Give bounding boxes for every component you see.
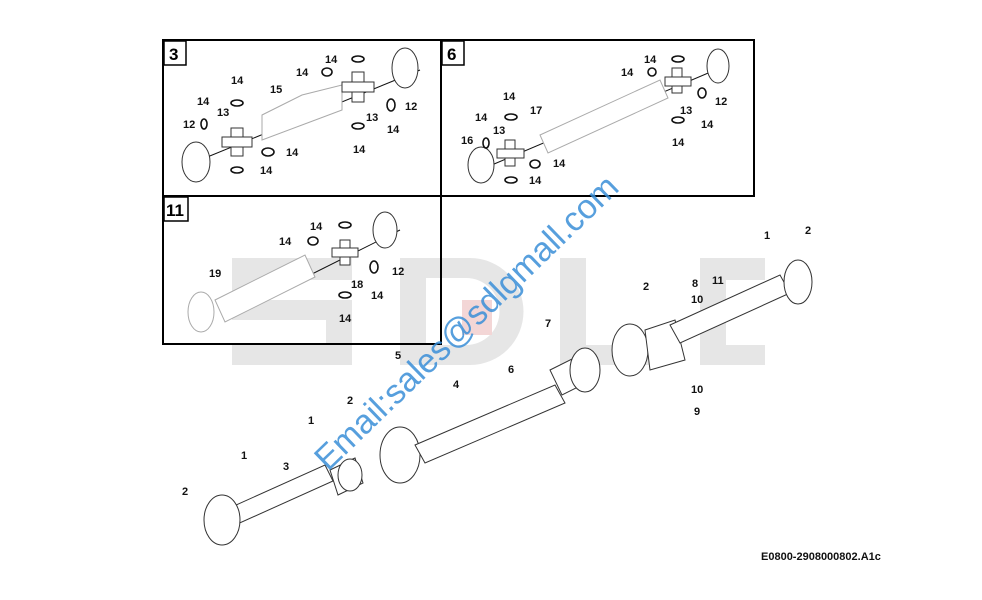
panel-label-boxes xyxy=(163,40,465,222)
callout: 13 xyxy=(366,112,378,124)
callout: 14 xyxy=(553,158,566,170)
callout: 3 xyxy=(283,461,289,473)
callout: 16 xyxy=(461,135,473,147)
callout: 14 xyxy=(503,91,516,103)
callout: 14 xyxy=(279,236,292,248)
callout: 12 xyxy=(392,266,404,278)
panel-3-callouts: 14 14 15 14 14 13 12 12 13 14 14 14 14 xyxy=(183,54,417,177)
callout: 12 xyxy=(183,119,195,131)
callout: 14 xyxy=(310,221,323,233)
callout: 12 xyxy=(715,96,727,108)
callout: 14 xyxy=(197,96,210,108)
panel-11-drawing xyxy=(187,211,401,333)
callout: 13 xyxy=(493,125,505,137)
callout: 14 xyxy=(672,137,685,149)
callout: 14 xyxy=(353,144,366,156)
callout: 12 xyxy=(405,101,417,113)
callout: 14 xyxy=(296,67,309,79)
callout: 13 xyxy=(680,105,692,117)
main-callouts: 1 2 8 11 2 10 7 5 4 6 10 9 1 2 1 3 2 xyxy=(182,225,811,498)
callout: 4 xyxy=(453,379,460,391)
panel-6-drawing xyxy=(467,48,730,184)
callout: 11 xyxy=(712,275,724,287)
callout: 9 xyxy=(694,406,700,418)
panel-3-label: 3 xyxy=(169,45,178,64)
callout: 10 xyxy=(691,294,703,306)
panel-6-callouts: 14 14 12 14 17 14 13 16 13 14 14 14 14 xyxy=(461,54,727,187)
callout: 2 xyxy=(805,225,811,237)
callout: 1 xyxy=(764,230,770,242)
panel-3-drawing xyxy=(181,47,421,183)
callout: 6 xyxy=(508,364,514,376)
callout: 13 xyxy=(217,107,229,119)
brand-watermark xyxy=(232,258,765,365)
main-driveshaft-assembly xyxy=(203,259,813,546)
panel-11-frame xyxy=(162,195,442,345)
callout: 2 xyxy=(182,486,188,498)
panel-6-frame xyxy=(440,39,755,197)
callout: 2 xyxy=(643,281,649,293)
callout: 14 xyxy=(371,290,384,302)
callout: 14 xyxy=(701,119,714,131)
callout: 14 xyxy=(286,147,299,159)
callout: 10 xyxy=(691,384,703,396)
callout: 14 xyxy=(231,75,244,87)
callout: 14 xyxy=(621,67,634,79)
callout: 19 xyxy=(209,268,221,280)
panel-6-label: 6 xyxy=(447,45,456,64)
callout: 14 xyxy=(529,175,542,187)
callout: 2 xyxy=(347,395,353,407)
callout: 1 xyxy=(308,415,314,427)
panel-11-callouts: 14 14 19 12 18 14 14 xyxy=(209,221,404,325)
callout: 14 xyxy=(260,165,273,177)
callout: 14 xyxy=(387,124,400,136)
callout: 18 xyxy=(351,279,363,291)
callout: 15 xyxy=(270,84,282,96)
callout: 14 xyxy=(325,54,338,66)
panel-11-label: 11 xyxy=(166,201,184,220)
callout: 5 xyxy=(395,350,401,362)
callout: 1 xyxy=(241,450,247,462)
callout: 14 xyxy=(475,112,488,124)
callout: 14 xyxy=(644,54,657,66)
callout: 17 xyxy=(530,105,542,117)
callout: 8 xyxy=(692,278,698,290)
callout: 7 xyxy=(545,318,551,330)
drawing-code: E0800-2908000802.A1c xyxy=(761,551,881,563)
callout: 14 xyxy=(339,313,352,325)
